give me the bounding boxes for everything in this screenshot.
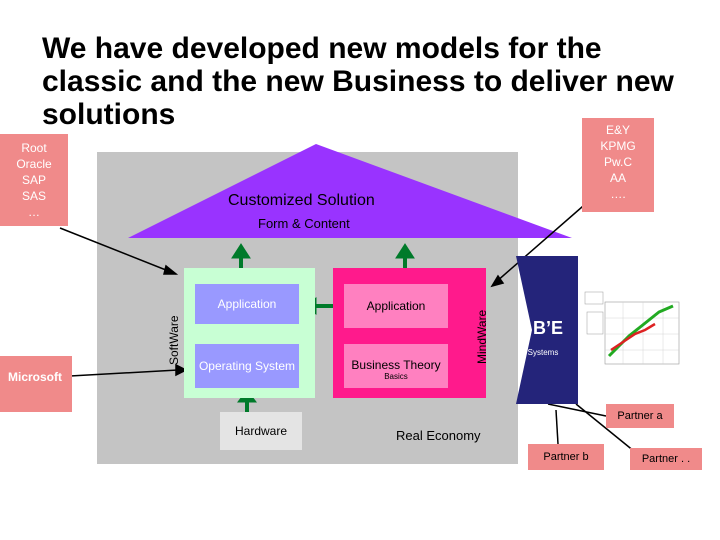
mindware-application-box: Application [344,284,448,328]
business-theory-label: Business Theory [351,358,441,372]
connector-microsoft [69,369,179,377]
consultant-line: E&Y [605,123,630,137]
business-theory-box: Business Theory Basics [344,344,448,388]
software-vertical-label: SoftWare [167,315,181,365]
partner-b-box: Partner b [528,444,604,470]
basics-label: Basics [384,372,408,381]
vendor-line: SAS [21,189,46,203]
hardware-box: Hardware [220,412,302,450]
be-subtitle: Systems [527,348,559,357]
roof-title: Customized Solution [228,192,375,209]
vendor-line: … [28,205,40,219]
consultant-line: …. [610,187,626,201]
operating-system-box: Operating System [195,344,299,388]
roof-subtitle: Form & Content [258,216,350,231]
roof-triangle [128,144,572,238]
consultant-line: Pw.C [603,155,632,169]
partner-c-box: Partner . . [630,448,702,470]
connector-oracle [59,227,177,275]
consultants-box: E&Y KPMG Pw.C AA …. [582,118,654,212]
connector-partner-b [555,409,559,445]
connector-eandy [495,199,591,283]
vendor-line: Root [21,141,47,155]
vendor-line: Oracle [16,157,52,171]
svg-text:SoftWare: SoftWare [167,315,181,365]
consultant-line: KPMG [600,139,636,153]
mindware-vertical-label: MindWare [475,309,489,364]
partner-a-box: Partner a [606,404,674,428]
be-panel [516,256,578,404]
microsoft-box: Microsoft [0,356,72,412]
scatter-chart-image [584,291,680,365]
real-economy-label: Real Economy [396,428,481,443]
slide-title: We have developed new models for the cla… [42,32,674,131]
connector-partner-c [575,403,641,457]
vendor-box-left: Root Oracle SAP SAS … [0,134,68,226]
vendor-line: SAP [21,173,46,187]
connector-partner-a [547,403,607,417]
svg-text:MindWare: MindWare [475,309,489,364]
consultant-line: AA [609,171,626,185]
software-application-box: Application [195,284,299,324]
be-title: B’E [532,318,563,338]
